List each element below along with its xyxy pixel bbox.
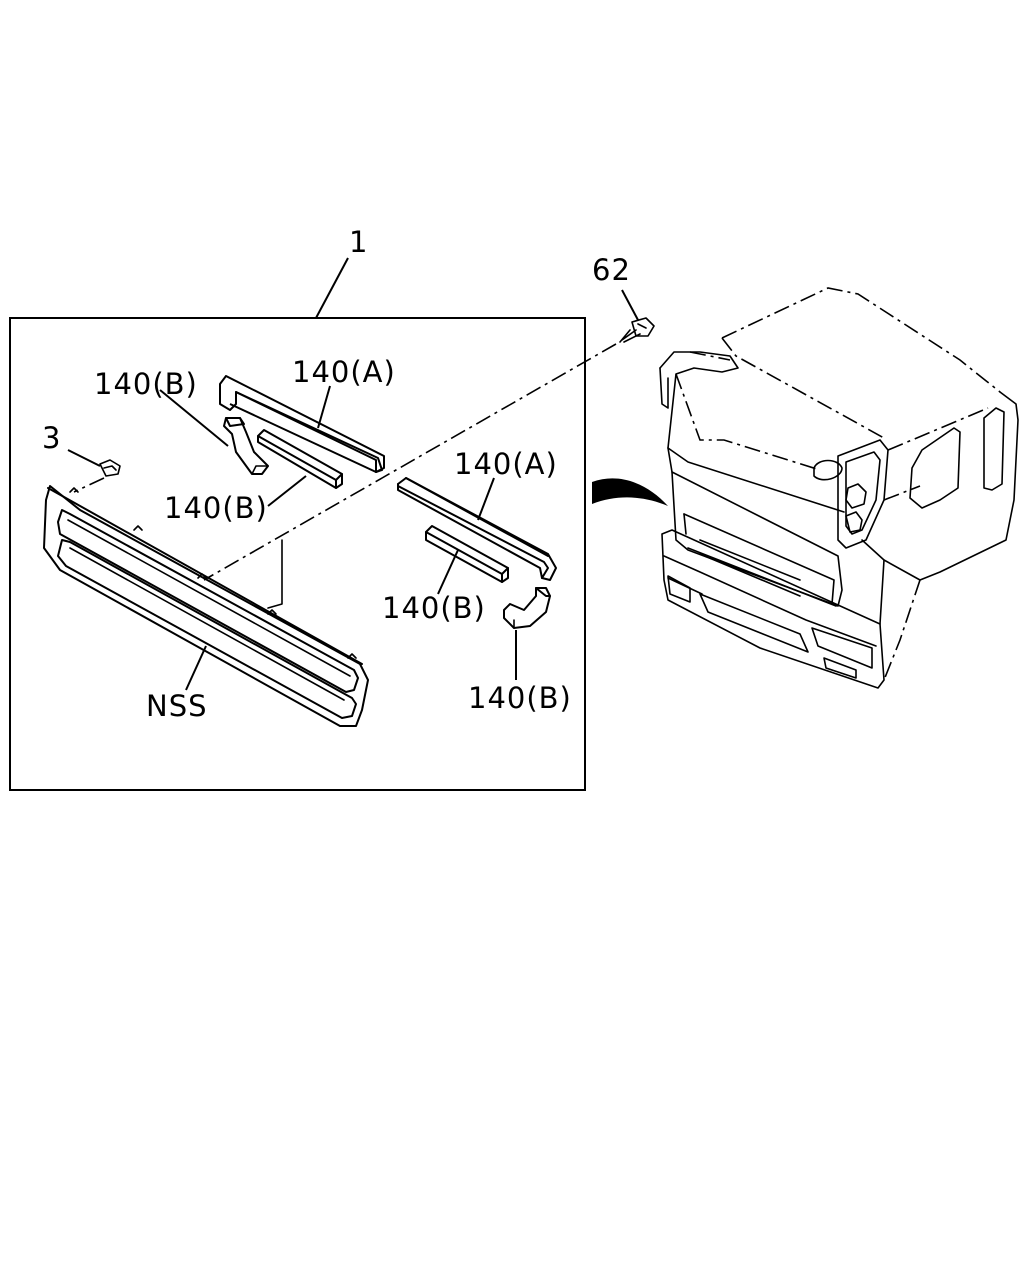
screw-leader [621,289,639,321]
callout-assembly: 1 [349,225,368,259]
front-grille [43,485,369,727]
pad-a-right-leader [477,477,495,521]
callout-pad-a-right: 140(A) [454,447,558,481]
clip-icon [73,459,121,493]
callout-pad-a-upper: 140(A) [292,355,396,389]
pad-b-upper-mid [257,429,343,489]
callout-screw: 62 [592,253,631,287]
assembly-leader [315,257,349,319]
grille-leader [185,645,207,691]
callout-pad-b-right-low: 140(B) [468,681,572,715]
callout-pad-b-right-mid: 140(B) [382,591,486,625]
pad-b-right-low [503,587,551,629]
location-arrow-icon [592,478,668,506]
truck-cab-illustration [659,287,1019,689]
pad-b-right-mid [425,525,509,583]
callout-clip: 3 [42,421,61,455]
pad-a-upper-leader [317,385,331,429]
pad-b-upper-left [223,417,269,475]
pad-b-upper-left-leader [159,389,229,447]
pad-a-right [397,477,557,581]
pad-b-upper-mid-leader [267,475,307,507]
callout-grille: NSS [146,689,208,723]
pad-b-right-mid-leader [437,549,459,595]
callout-pad-b-upper-mid: 140(B) [164,491,268,525]
mounting-axis-line [203,343,617,581]
pad-a-upper [219,375,385,473]
screw-icon [619,317,655,343]
clip-leader [67,449,101,467]
assembly-frame [9,317,586,791]
callout-pad-b-upper-left: 140(B) [94,367,198,401]
